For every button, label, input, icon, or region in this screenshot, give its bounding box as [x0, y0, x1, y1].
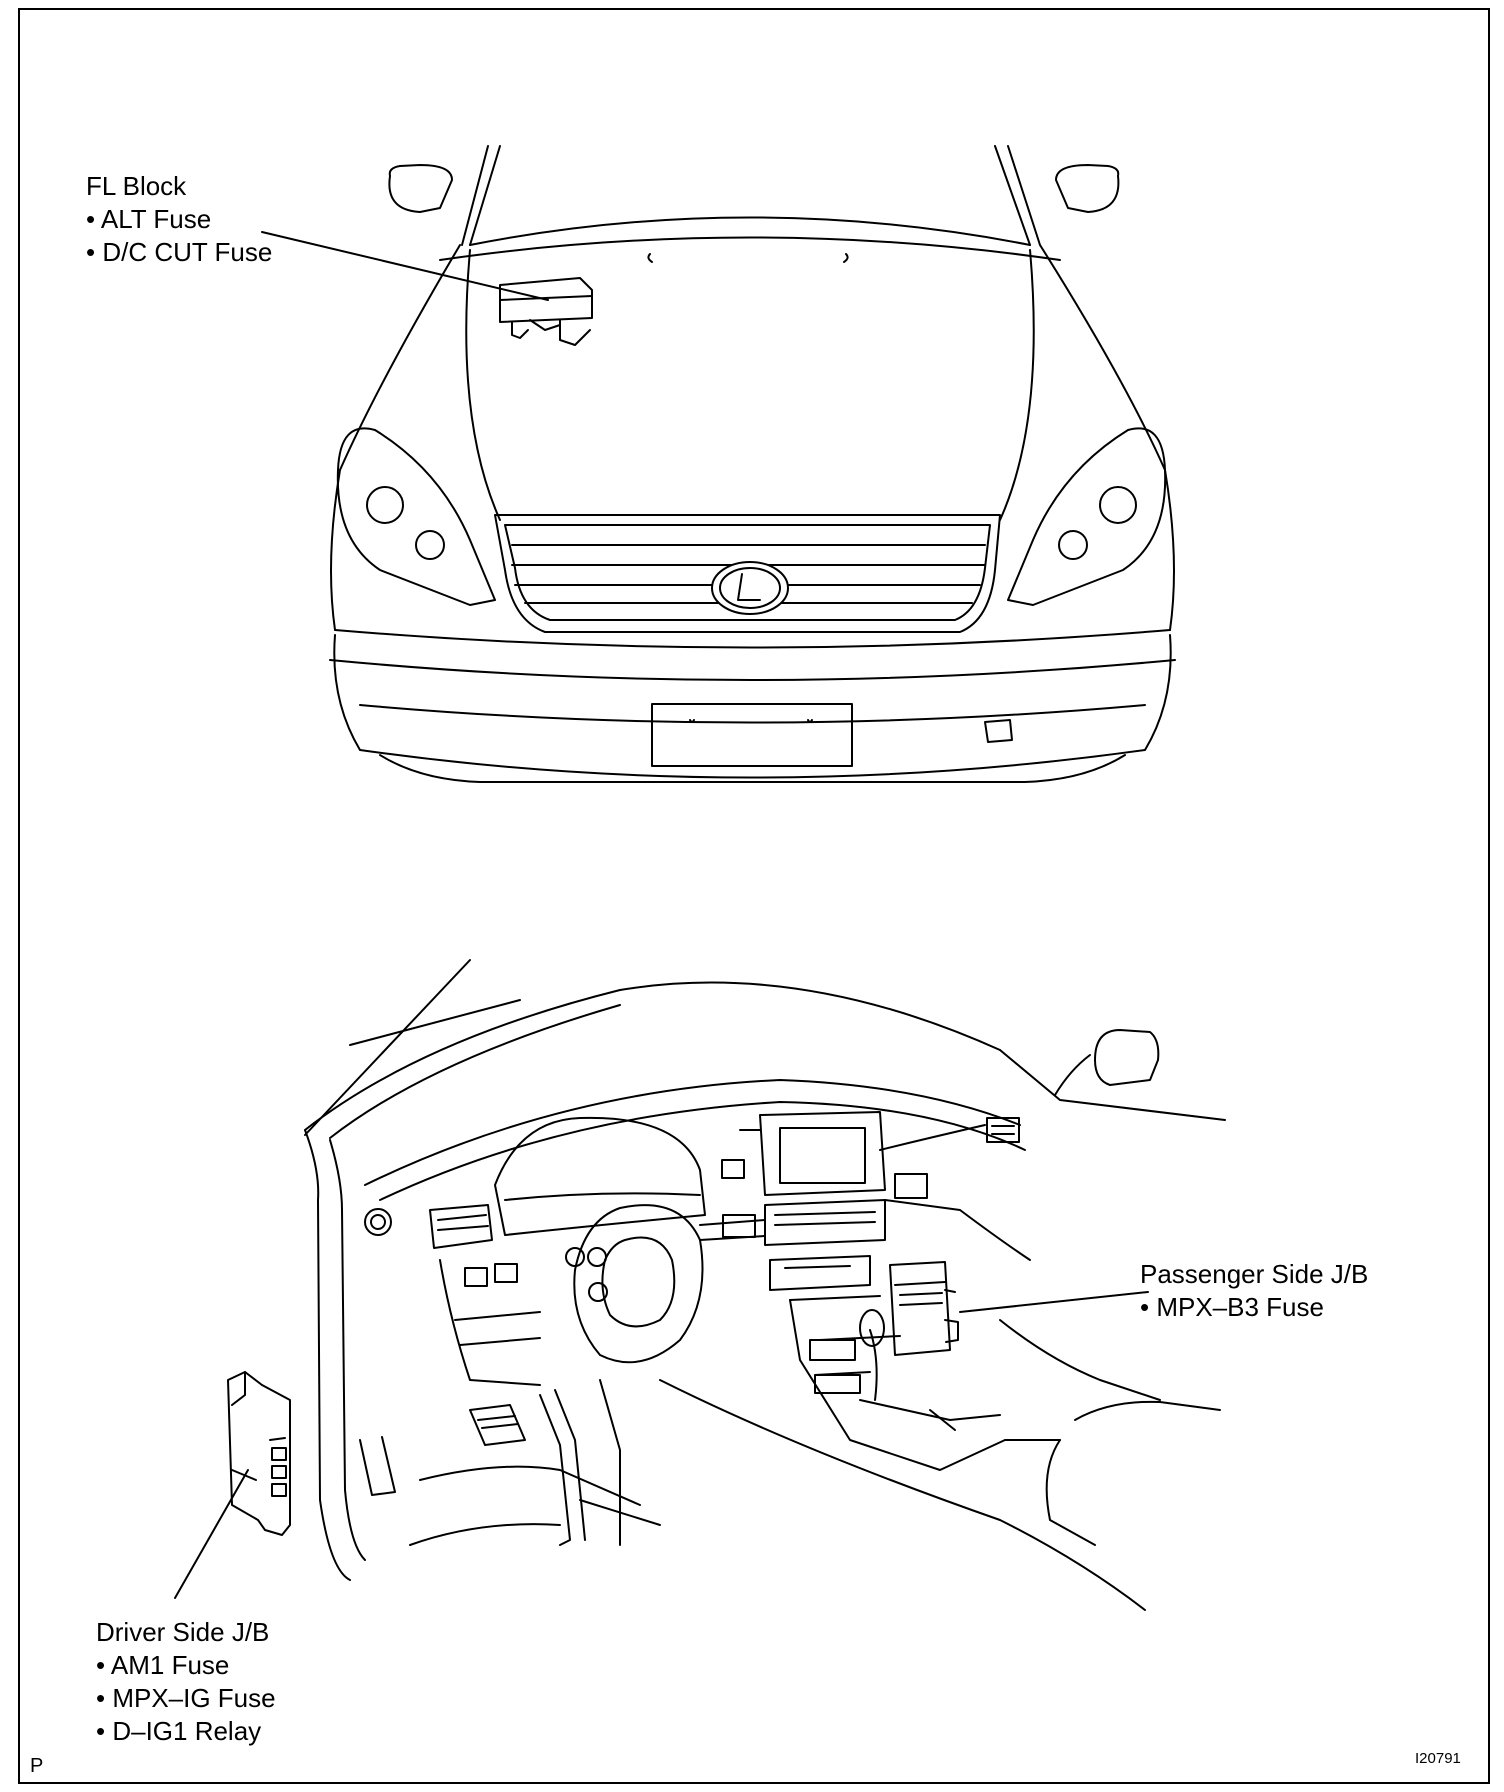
passenger-jb-callout: Passenger Side J/B • MPX–B3 Fuse — [1140, 1258, 1368, 1324]
passenger-jb-leader-line — [959, 1291, 1149, 1313]
driver-jb-item: • MPX–IG Fuse — [96, 1683, 276, 1713]
fl-block-item: • D/C CUT Fuse — [86, 237, 273, 267]
fl-block-item: • ALT Fuse — [86, 204, 212, 234]
fl-block-leader-line — [261, 231, 549, 301]
driver-jb-component — [227, 1371, 291, 1536]
fl-block-callout: FL Block • ALT Fuse • D/C CUT Fuse — [86, 170, 272, 269]
passenger-jb-component — [889, 1261, 959, 1356]
figure-code: I20791 — [1415, 1750, 1461, 1767]
corner-letter: P — [30, 1755, 44, 1777]
passenger-jb-item: • MPX–B3 Fuse — [1140, 1292, 1324, 1322]
driver-jb-leader-line — [174, 1469, 249, 1599]
fl-block-component — [499, 277, 593, 346]
car-front-illustration — [329, 145, 1176, 783]
fl-block-title: FL Block — [86, 171, 187, 201]
driver-jb-callout: Driver Side J/B • AM1 Fuse • MPX–IG Fuse… — [96, 1616, 276, 1748]
figure-frame — [18, 8, 1490, 1784]
dashboard-illustration — [304, 959, 1226, 1611]
driver-jb-item: • AM1 Fuse — [96, 1650, 230, 1680]
driver-jb-item: • D–IG1 Relay — [96, 1716, 262, 1746]
driver-jb-title: Driver Side J/B — [96, 1617, 270, 1647]
passenger-jb-title: Passenger Side J/B — [1140, 1259, 1369, 1289]
